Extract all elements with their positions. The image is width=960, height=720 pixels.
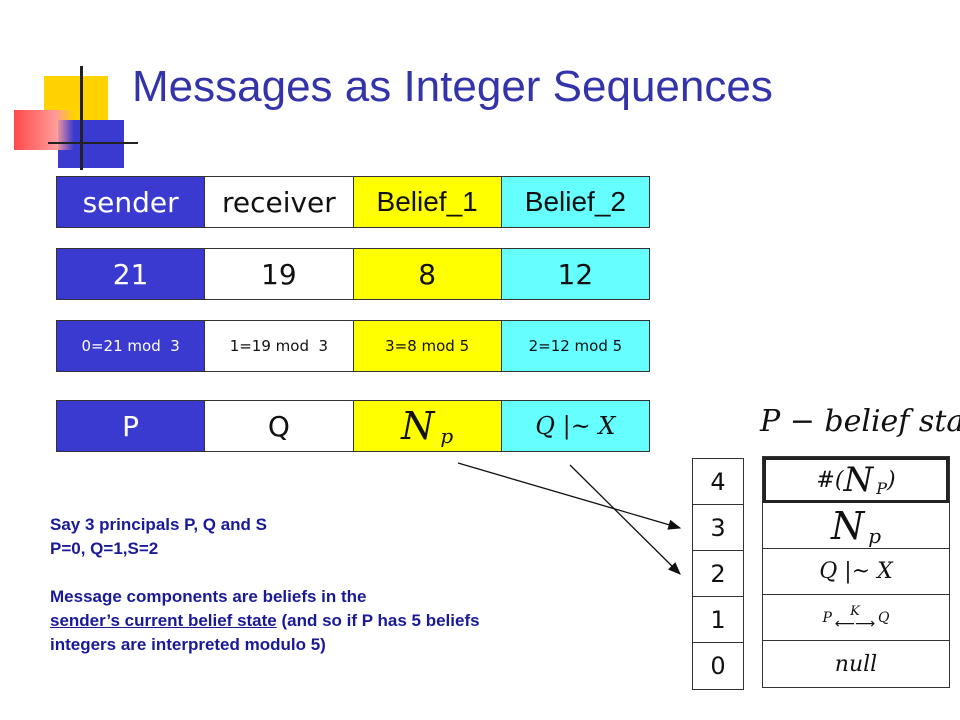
header-belief-2: Belief_2 <box>501 177 649 227</box>
symbol-belief-2: Q |~ X <box>501 401 649 451</box>
index-0: 0 <box>710 652 726 680</box>
index-3: 3 <box>693 505 743 551</box>
title-deco-vertical-line <box>80 66 83 170</box>
header-row: sender receiver Belief_1 Belief_2 <box>56 176 650 228</box>
belief-hash-n: N <box>843 460 874 500</box>
belief-state-title: P − belief state <box>760 404 960 439</box>
key-right: Q <box>878 609 890 626</box>
page-title: Messages as Integer Sequences <box>132 62 773 111</box>
arrow-belief1-to-index3 <box>457 462 682 530</box>
arrow-belief2-to-index2 <box>569 464 681 575</box>
index-1: 1 <box>693 597 743 643</box>
note-modulo: integers are interpreted modulo 5) <box>50 635 326 654</box>
belief-entry-shared-key: P K ⟵⟶ Q <box>763 595 949 641</box>
mod-sender: 0=21 mod 3 <box>57 321 206 371</box>
key-label: K <box>850 604 860 619</box>
symbol-n: N <box>401 404 435 448</box>
belief-np-sub: p <box>868 523 882 548</box>
belief-entry-q-believes-x: Q |~ X <box>763 549 949 595</box>
value-row: 21 19 8 12 <box>56 248 650 300</box>
value-sender: 21 <box>57 249 206 299</box>
mod-belief-1: 3=8 mod 5 <box>353 321 502 371</box>
mod-receiver: 1=19 mod 3 <box>205 321 354 371</box>
belief-hash-sub: P <box>876 478 887 498</box>
value-receiver: 19 <box>205 249 354 299</box>
key-arrow: K ⟵⟶ <box>834 604 876 632</box>
belief-np-n: N <box>830 503 865 548</box>
note-principals: Say 3 principals P, Q and S <box>50 515 267 534</box>
value-belief-1: 8 <box>353 249 502 299</box>
header-belief-1: Belief_1 <box>353 177 502 227</box>
belief-hash-prefix: #( <box>816 467 844 493</box>
symbol-sender: P <box>57 401 206 451</box>
modulo-row: 0=21 mod 3 1=19 mod 3 3=8 mod 5 2=12 mod… <box>56 320 650 372</box>
symbol-receiver: Q <box>205 401 354 451</box>
note-components: Message components are beliefs in the <box>50 587 367 606</box>
header-sender: sender <box>57 177 206 227</box>
title-deco-horizontal-line <box>48 142 138 144</box>
symbol-p-subscript: p <box>440 424 454 448</box>
index-2: 2 <box>693 551 743 597</box>
belief-entry-null: null <box>834 651 878 677</box>
mod-belief-2: 2=12 mod 5 <box>501 321 649 371</box>
key-left: P <box>822 609 832 626</box>
belief-hash-suffix: ) <box>886 467 896 493</box>
header-receiver: receiver <box>205 177 354 227</box>
note-belief-state-link: sender’s current belief state <box>50 611 277 630</box>
note-belief-state-line: sender’s current belief state (and so if… <box>50 610 480 632</box>
index-column: 4 3 2 1 0 <box>692 458 744 690</box>
note-belief-state-rest: (and so if P has 5 beliefs <box>276 611 480 630</box>
index-4: 4 <box>693 459 743 505</box>
double-arrow-icon: ⟵⟶ <box>834 616 876 632</box>
note-assignment: P=0, Q=1,S=2 <box>50 539 159 558</box>
value-belief-2: 12 <box>501 249 649 299</box>
